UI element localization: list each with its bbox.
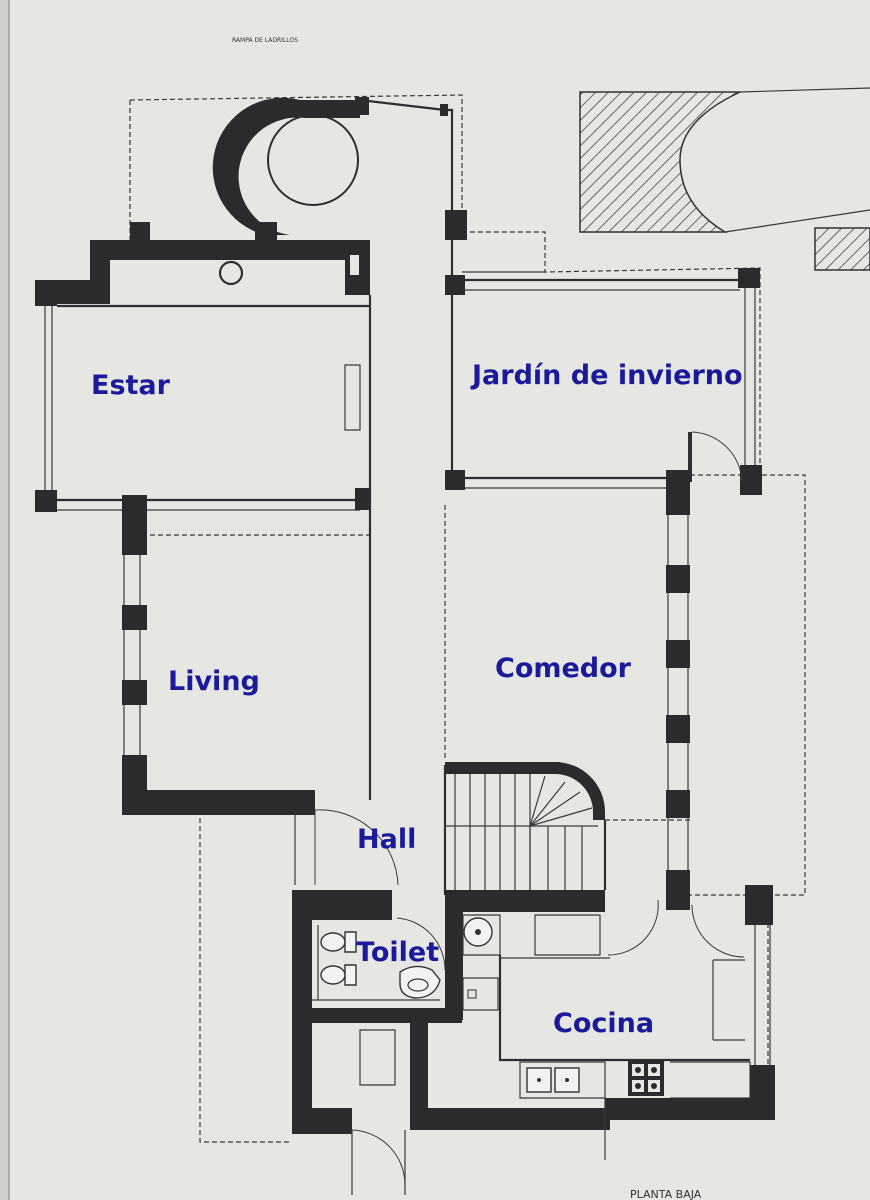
paper-edge [0, 0, 9, 1200]
room-label-cocina: Cocina [553, 1008, 654, 1039]
room-label-hall: Hall [357, 824, 416, 855]
bottom-note: PLANTA BAJA [630, 1188, 702, 1200]
top-note: RAMPA DE LADRILLOS [232, 37, 298, 44]
room-labels: Estar Jardín de invierno Living Comedor … [91, 360, 743, 1039]
room-label-living: Living [168, 666, 260, 697]
spiral-ramp [212, 97, 454, 235]
hatched-neighbor [579, 87, 870, 271]
room-label-estar: Estar [91, 370, 171, 401]
kitchen-sink [526, 1067, 580, 1093]
room-label-toilet: Toilet [356, 937, 439, 968]
room-label-comedor: Comedor [495, 653, 632, 684]
stove [628, 1060, 664, 1096]
toilet-fixtures [320, 914, 501, 1011]
walls [35, 210, 775, 1195]
room-label-jardin: Jardín de invierno [470, 360, 743, 391]
stair-steps [445, 774, 598, 890]
